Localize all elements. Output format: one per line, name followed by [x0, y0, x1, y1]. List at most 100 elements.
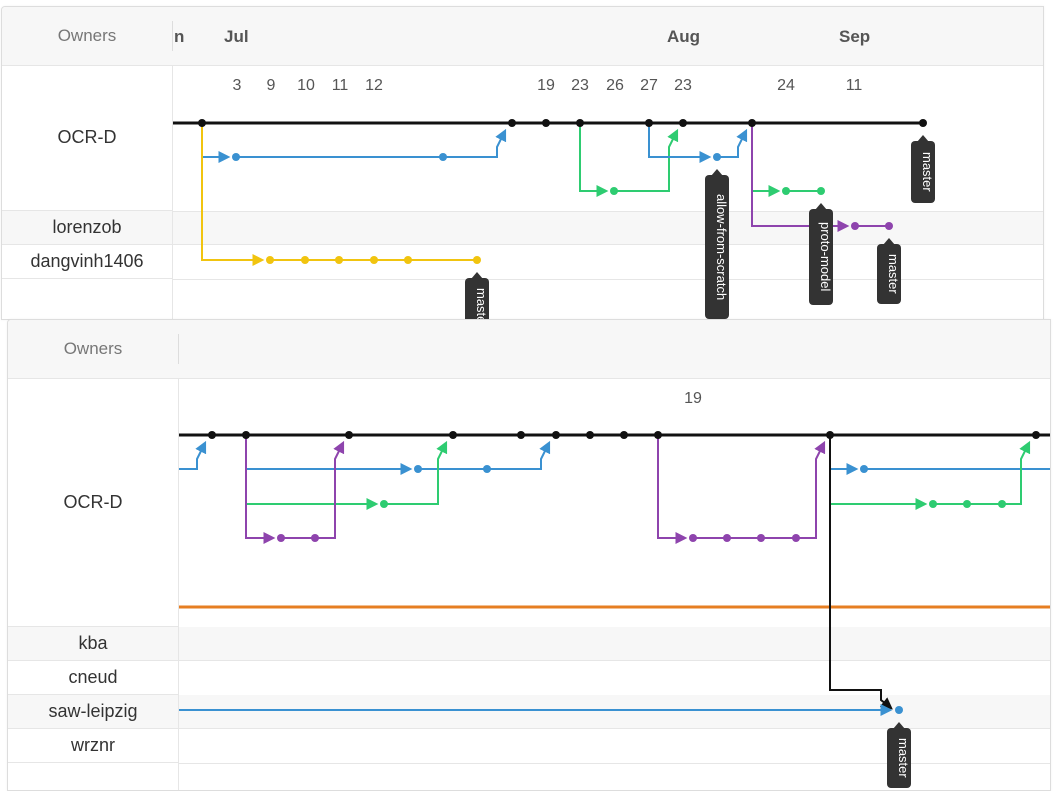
day-label: 3: [232, 77, 242, 94]
branch-line-merge: [829, 435, 893, 710]
commit-dot[interactable]: [277, 534, 285, 542]
commit-dot[interactable]: [998, 500, 1006, 508]
row-stripe-lorenzob: [173, 211, 1043, 245]
row-stripe-kba: [179, 627, 1050, 661]
commit-dot[interactable]: [473, 256, 481, 264]
commit-dot[interactable]: [449, 431, 457, 439]
commit-dot[interactable]: [851, 222, 859, 230]
branch-line-green: [579, 123, 609, 197]
commit-dot[interactable]: [817, 187, 825, 195]
commit-dot[interactable]: [885, 222, 893, 230]
commit-dot[interactable]: [782, 187, 790, 195]
branch-line-purple: [751, 123, 850, 232]
branch-line-green: [614, 128, 679, 192]
day-label: 10: [297, 77, 315, 94]
commit-dot[interactable]: [1032, 431, 1040, 439]
commit-dot[interactable]: [301, 256, 309, 264]
commit-dot[interactable]: [439, 153, 447, 161]
commit-dot[interactable]: [963, 500, 971, 508]
row-divider: [173, 211, 1043, 212]
branch-line-purple: [245, 435, 276, 544]
commit-graph-top: [173, 119, 927, 266]
branch-tag-master[interactable]: master: [887, 722, 911, 788]
commit-dot[interactable]: [713, 153, 721, 161]
day-label: 19: [537, 77, 555, 94]
commit-dot[interactable]: [335, 256, 343, 264]
commit-dot[interactable]: [232, 153, 240, 161]
owner-lorenzob[interactable]: lorenzob: [2, 211, 172, 245]
commit-dot[interactable]: [748, 119, 756, 127]
day-label: 27: [640, 77, 658, 94]
owner-dangvinh1406[interactable]: dangvinh1406: [2, 245, 172, 279]
commit-dot[interactable]: [679, 119, 687, 127]
commit-dot[interactable]: [266, 256, 274, 264]
owner-cneud[interactable]: cneud: [8, 661, 178, 695]
commit-dot[interactable]: [404, 256, 412, 264]
branch-line-blue: [717, 128, 748, 158]
branch-tag-proto-model[interactable]: proto-model: [809, 203, 833, 305]
commit-dot[interactable]: [414, 465, 422, 473]
day-label: 19: [684, 390, 702, 407]
commit-dot[interactable]: [311, 534, 319, 542]
timeline-header: Owners: [8, 320, 1050, 379]
branch-line-blue: [648, 123, 712, 163]
owners-column: OCR-D kba cneud saw-leipzig wrznr: [8, 378, 179, 790]
commit-dot[interactable]: [552, 431, 560, 439]
network-graph-panel-bottom: Owners OCR-D kba cneud saw-leipzig wrznr…: [7, 319, 1051, 791]
branch-tag-allow-from-scratch[interactable]: allow-from-scratch: [705, 169, 729, 319]
header-separator: [172, 21, 173, 51]
owner-wrznr[interactable]: wrznr: [8, 729, 178, 763]
commit-graph-bottom: [179, 431, 1050, 716]
owner-saw-leipzig[interactable]: saw-leipzig: [8, 695, 178, 729]
branch-line-blue: [245, 435, 413, 475]
branch-line-purple: [281, 440, 345, 539]
branch-tag-master[interactable]: master: [465, 272, 489, 319]
commit-dot[interactable]: [586, 431, 594, 439]
branch-line-blue: [236, 128, 507, 158]
owners-column: OCR-D lorenzob dangvinh1406: [2, 65, 173, 319]
commit-dot[interactable]: [689, 534, 697, 542]
commit-dot[interactable]: [645, 119, 653, 127]
commit-dot[interactable]: [208, 431, 216, 439]
commit-dot[interactable]: [370, 256, 378, 264]
commit-dot[interactable]: [723, 534, 731, 542]
month-label-aug: Aug: [667, 27, 701, 46]
commit-dot[interactable]: [542, 119, 550, 127]
commit-dot[interactable]: [826, 431, 834, 439]
branch-line-blue: [829, 435, 859, 475]
commit-dot[interactable]: [895, 706, 903, 714]
commit-dot[interactable]: [929, 500, 937, 508]
commit-dot[interactable]: [654, 431, 662, 439]
commit-dot[interactable]: [919, 119, 927, 127]
day-label: 11: [845, 77, 863, 94]
commit-dot[interactable]: [483, 465, 491, 473]
header-separator: [178, 334, 179, 364]
branch-line-green: [751, 123, 781, 197]
branch-tag-master[interactable]: master: [877, 238, 901, 304]
owners-column-header: Owners: [57, 26, 117, 45]
day-label: 9: [266, 77, 276, 94]
commit-dot[interactable]: [242, 431, 250, 439]
commit-dot[interactable]: [792, 534, 800, 542]
commit-dot[interactable]: [757, 534, 765, 542]
commit-dot[interactable]: [345, 431, 353, 439]
owner-ocr-d[interactable]: OCR-D: [8, 378, 178, 627]
day-label: 26: [606, 77, 624, 94]
month-label-jun: n: [174, 27, 185, 46]
owners-column-header: Owners: [63, 339, 123, 358]
commit-dot[interactable]: [620, 431, 628, 439]
commit-dot[interactable]: [380, 500, 388, 508]
commit-dot[interactable]: [860, 465, 868, 473]
commit-dot[interactable]: [517, 431, 525, 439]
branch-line-purple: [693, 440, 826, 539]
branch-tag-master[interactable]: master: [911, 135, 935, 203]
network-graph-panel-top: Owners n Jul Aug Sep OCR-D lorenzob dang…: [1, 6, 1044, 320]
commit-dot[interactable]: [610, 187, 618, 195]
commit-dot[interactable]: [198, 119, 206, 127]
commit-dot[interactable]: [576, 119, 584, 127]
owner-ocr-d[interactable]: OCR-D: [2, 65, 172, 211]
commit-dot[interactable]: [508, 119, 516, 127]
owner-kba[interactable]: kba: [8, 627, 178, 661]
row-divider: [173, 279, 1043, 280]
day-label: 12: [365, 77, 383, 94]
